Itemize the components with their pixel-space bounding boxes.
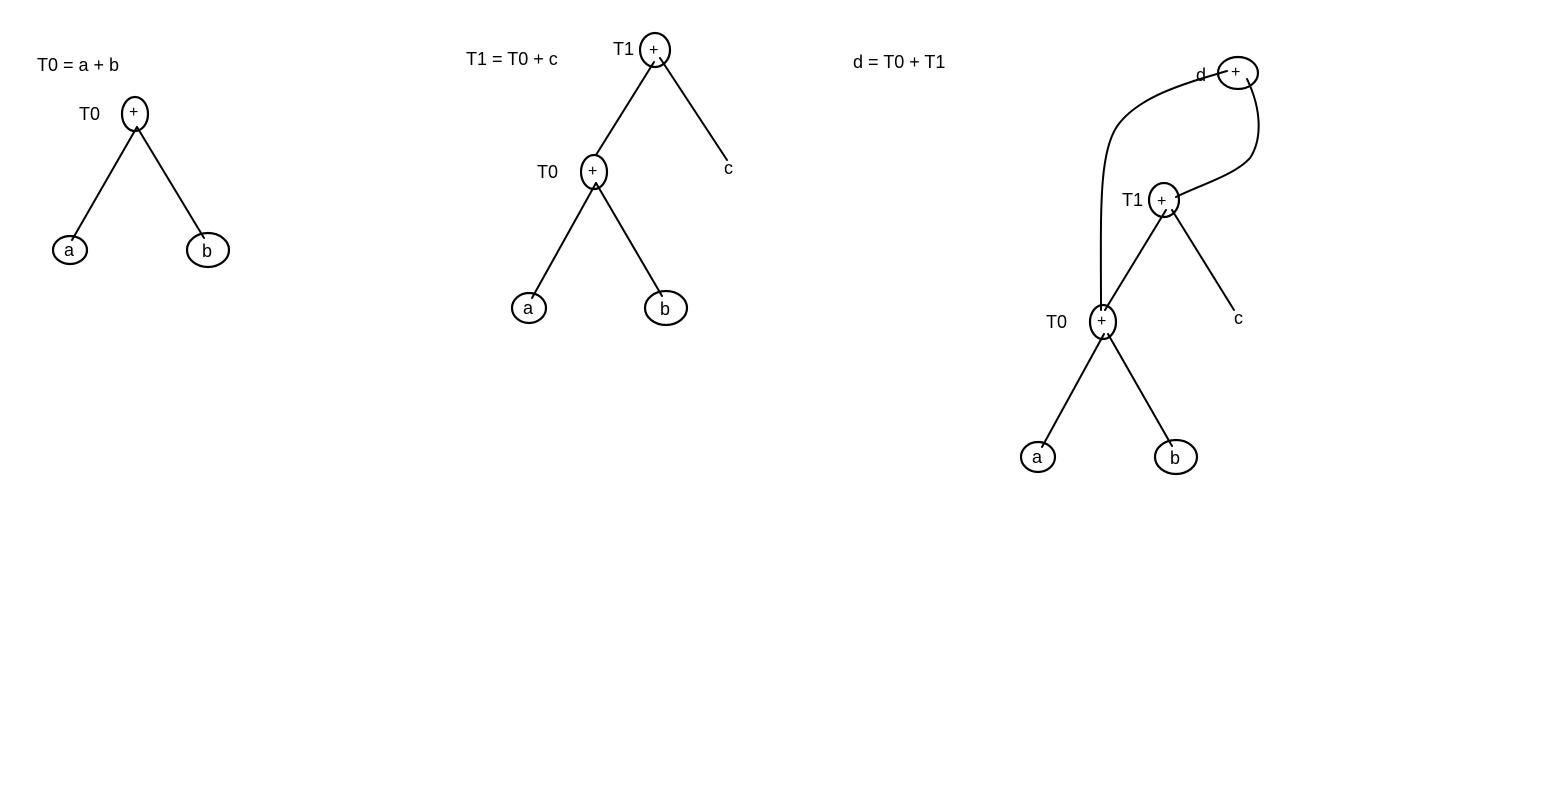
node-op-d: +	[1231, 64, 1240, 81]
node-t1	[638, 31, 672, 69]
node-op-t0: +	[588, 163, 597, 180]
leaf-a-text: a	[523, 298, 534, 318]
node-op-t1: +	[1157, 193, 1166, 210]
node-b	[185, 231, 231, 269]
edge-t0-b	[136, 126, 205, 239]
equation-t1: T1 = T0 + c	[466, 49, 558, 69]
node-b	[643, 289, 689, 327]
node-label-t0: T0	[537, 162, 558, 182]
node-t0	[120, 95, 150, 133]
node-d	[1216, 55, 1260, 91]
node-b	[1153, 438, 1199, 476]
node-t0	[1088, 303, 1118, 341]
leaf-a-text: a	[64, 240, 75, 260]
diagram-d: d = T0 + T1 d + T1 + c T0 + a b	[853, 52, 1260, 476]
edge-t0-b	[595, 182, 663, 297]
node-label-t1: T1	[1122, 190, 1143, 210]
node-a	[51, 234, 89, 266]
node-label-t1: T1	[613, 39, 634, 59]
edge-t1-t0	[1104, 209, 1167, 311]
edge-d-t1	[1175, 78, 1260, 198]
edge-t1-t0	[595, 61, 655, 156]
equation-d: d = T0 + T1	[853, 52, 945, 72]
equation-t0: T0 = a + b	[37, 55, 119, 75]
edge-t0-a	[71, 126, 138, 241]
leaf-a-text: a	[1032, 447, 1043, 467]
edge-t0-a	[1041, 333, 1105, 448]
edge-d-t0	[1099, 70, 1228, 311]
node-t0	[579, 153, 609, 191]
leaf-c-text: c	[724, 158, 733, 178]
leaf-b-text: b	[202, 241, 212, 261]
node-op-t0: +	[1097, 313, 1106, 330]
node-op-t0: +	[129, 104, 138, 121]
node-label-t0: T0	[1046, 312, 1067, 332]
node-a	[510, 291, 548, 325]
node-t1	[1147, 181, 1181, 219]
diagram-t1: T1 = T0 + c T1 + c T0 + a b	[466, 31, 733, 327]
leaf-b-text: b	[660, 299, 670, 319]
node-label-d: d	[1196, 65, 1206, 85]
node-a	[1019, 440, 1057, 474]
edge-t1-c	[1171, 209, 1235, 311]
node-op-t1: +	[649, 42, 658, 59]
edge-t0-b	[1107, 333, 1173, 447]
leaf-c-text: c	[1234, 308, 1243, 328]
edge-t1-c	[659, 57, 728, 161]
edge-t0-a	[531, 182, 597, 299]
node-label-t0: T0	[79, 104, 100, 124]
diagram-t0: T0 = a + b T0 + a b	[37, 55, 231, 269]
leaf-b-text: b	[1170, 448, 1180, 468]
